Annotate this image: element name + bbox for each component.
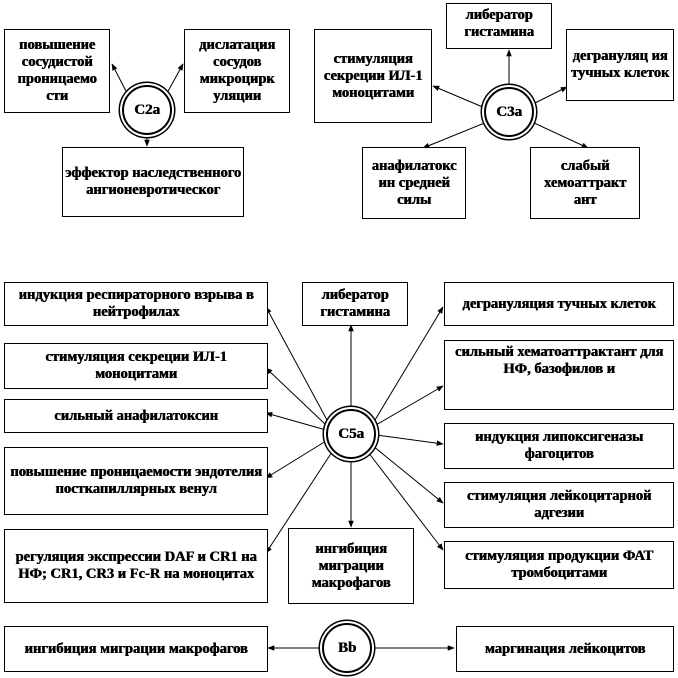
effect-c5a-endothelium: повышение проницаемости эндотелия постка… — [4, 447, 268, 515]
effect-c5a-chemoattractant: сильный хематоаттрактант для НФ, базофил… — [444, 340, 674, 410]
arrow-c5a-il1 — [265, 367, 327, 426]
arrow-c5a-daf — [265, 451, 333, 554]
effect-c3a-histamine: либератор гистамина — [446, 3, 552, 49]
effect-c2a-effector: эффектор наследственного ангионевротичес… — [62, 147, 244, 217]
effect-c5a-respiratory-burst: индукция респираторного взрыва в нейтроф… — [4, 282, 268, 326]
effect-c2a-dilatation: дислатация сосудов микроцирк уляции — [184, 29, 290, 113]
effect-c5a-receptor-expression: регуляция экспрессии DAF и CR1 на НФ; CR… — [4, 529, 268, 603]
arrow-c5a-lipoxygenase — [375, 434, 444, 446]
arrow-c3a-il1 — [432, 85, 486, 109]
effect-c5a-paf: стимуляция продукции ФАТ тромбоцитами — [444, 541, 674, 589]
effect-c5a-il1: стимуляция секреции ИЛ-1 моноцитами — [4, 343, 268, 389]
effect-bb-migration-inhibition: ингибиция миграции макрофагов — [4, 626, 268, 672]
effect-c3a-il1: стимуляция секреции ИЛ-1 моноцитами — [314, 29, 432, 123]
effect-bb-margination: маргинация лейкоцитов — [456, 626, 674, 672]
arrow-c5a-anaphylatoxin — [265, 412, 327, 431]
effect-c5a-histamine: либератор гистамина — [302, 282, 408, 326]
node-bb: Bb — [322, 623, 372, 673]
effect-c5a-mast: дегрануляция тучных клеток — [444, 282, 674, 326]
arrow-c3a-anaphylatoxin — [422, 121, 488, 149]
effect-c3a-anaphylatoxin: анафилатокс ин средней силы — [362, 147, 466, 219]
arrow-c5a-resp — [265, 306, 328, 421]
node-c5a: С5а — [326, 409, 376, 459]
arrow-c2a-permeability — [111, 63, 129, 96]
arrow-c3a-mast — [534, 86, 568, 104]
arrow-c5a-mast — [374, 306, 444, 421]
effect-c3a-chemo: слабый хемоаттракт ант — [530, 147, 640, 219]
node-c3a: С3а — [484, 87, 534, 137]
effect-c5a-lipoxygenase: индукция липоксигеназы фагоцитов — [444, 423, 674, 469]
arrow-c5a-adhesion — [372, 445, 444, 504]
arrow-c5a-paf — [367, 451, 444, 551]
effect-c5a-migration-inhibition: ингибиция миграции макрофагов — [288, 528, 414, 604]
arrow-c5a-chemo — [375, 385, 444, 426]
effect-c5a-anaphylatoxin: сильный анафилатоксин — [4, 399, 268, 433]
arrow-c2a-dilatation — [165, 63, 184, 96]
arrow-c5a-endothelium — [265, 440, 327, 479]
arrow-c3a-chemo — [531, 121, 589, 149]
effect-c3a-mast: дегрануляц ия тучных клеток — [566, 29, 674, 101]
effect-c5a-adhesion: стимуляция лейкоцитарной адгезии — [444, 482, 674, 528]
effect-c2a-permeability: повышение сосудистой проницаемо сти — [4, 29, 110, 113]
node-c2a: С2а — [122, 85, 172, 135]
